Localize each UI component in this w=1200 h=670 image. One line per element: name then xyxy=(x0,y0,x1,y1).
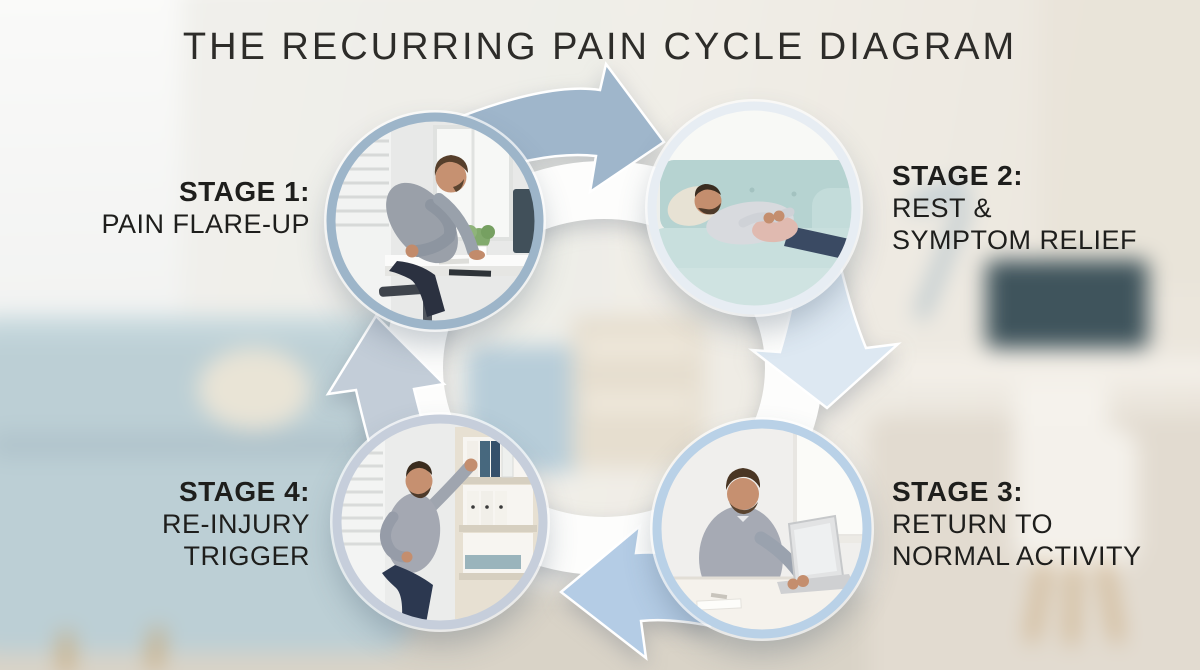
man-reaching-shelf-illustration xyxy=(333,415,547,629)
white-chair xyxy=(1020,426,1138,568)
stage4-heading: STAGE 4: xyxy=(178,476,310,507)
stage4-photo xyxy=(333,415,547,629)
man-resting-couch-illustration xyxy=(648,102,860,314)
stage3-photo xyxy=(653,420,871,638)
stage2-heading: STAGE 2: xyxy=(892,160,1024,191)
desk-monitor xyxy=(986,260,1148,348)
stage2-photo xyxy=(648,102,860,314)
cream-pillow xyxy=(198,348,310,430)
stage1-heading: STAGE 1: xyxy=(178,176,310,207)
desk xyxy=(898,356,1200,386)
stage1-text: PAIN FLARE-UP xyxy=(101,209,310,239)
stage2-text-line2: SYMPTOM RELIEF xyxy=(892,225,1138,255)
stage4-text-line1: RE-INJURY xyxy=(161,509,310,539)
page-title: THE RECURRING PAIN CYCLE DIAGRAM xyxy=(182,26,1018,68)
stage3-text-line1: RETURN TO xyxy=(892,509,1054,539)
stage3-heading: STAGE 3: xyxy=(892,476,1024,507)
stage3-text-line2: NORMAL ACTIVITY xyxy=(892,541,1142,571)
stage1-label: STAGE 1: PAIN FLARE-UP xyxy=(101,176,310,240)
stage3-label: STAGE 3: RETURN TO NORMAL ACTIVITY xyxy=(892,476,1142,572)
stage4-text-line2: TRIGGER xyxy=(183,541,310,571)
man-desk-back-pain-illustration xyxy=(327,113,543,329)
stage1-photo xyxy=(327,113,543,329)
stage2-label: STAGE 2: REST & SYMPTOM RELIEF xyxy=(892,160,1137,256)
stage2-text-line1: REST & xyxy=(892,193,993,223)
stage4-label: STAGE 4: RE-INJURY TRIGGER xyxy=(162,476,310,572)
man-laptop-illustration xyxy=(653,420,871,638)
